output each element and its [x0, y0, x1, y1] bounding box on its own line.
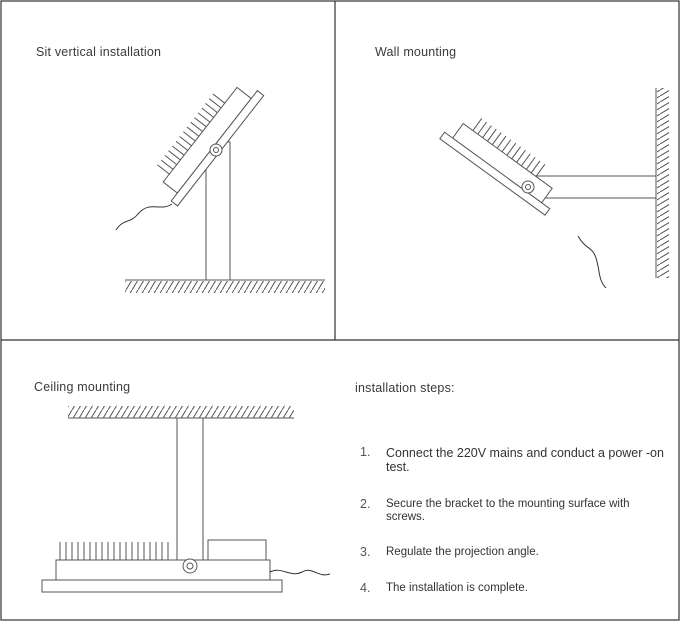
- wall-mounting-title: Wall mounting: [375, 45, 457, 59]
- step-item: 3. Regulate the projection angle.: [360, 546, 670, 562]
- sit-vertical-pivot: [209, 143, 223, 157]
- step-text: Connect the 220V mains and conduct a pow…: [386, 446, 664, 474]
- sit-vertical-floor: [125, 279, 325, 293]
- ceiling-mounting-title: Ceiling mounting: [34, 380, 131, 394]
- step-text: Regulate the projection angle.: [386, 546, 539, 558]
- step-number: 4.: [360, 581, 371, 595]
- wall-cable: [577, 235, 607, 289]
- ceiling-arm: [176, 417, 204, 579]
- sit-vertical-title: Sit vertical installation: [36, 45, 162, 59]
- step-text: Secure the bracket to the mounting surfa…: [386, 498, 630, 523]
- step-item: 4. The installation is complete.: [360, 582, 670, 598]
- wall-pivot: [521, 180, 535, 194]
- step-number: 2.: [360, 497, 371, 511]
- installation-steps-title: installation steps:: [355, 381, 455, 395]
- step-item: 2. Secure the bracket to the mounting su…: [360, 498, 670, 526]
- step-item: 1. Connect the 220V mains and conduct a …: [360, 446, 670, 478]
- ceiling-cable: [269, 569, 331, 576]
- step-text: The installation is complete.: [386, 582, 528, 594]
- sit-vertical-lamp: [157, 86, 265, 207]
- ceiling-heatsink: [59, 542, 169, 560]
- ceiling-lamp: [41, 539, 283, 593]
- wall-lamp: [439, 118, 553, 216]
- wall-heatsink: [472, 118, 546, 177]
- step-number: 1.: [360, 445, 371, 459]
- ceiling-pivot: [182, 558, 198, 574]
- wall-surface: [655, 88, 669, 278]
- sit-vertical-cable: [115, 203, 173, 231]
- ceiling-surface: [68, 406, 294, 419]
- step-number: 3.: [360, 545, 371, 559]
- sit-vertical-heatsink: [157, 93, 226, 175]
